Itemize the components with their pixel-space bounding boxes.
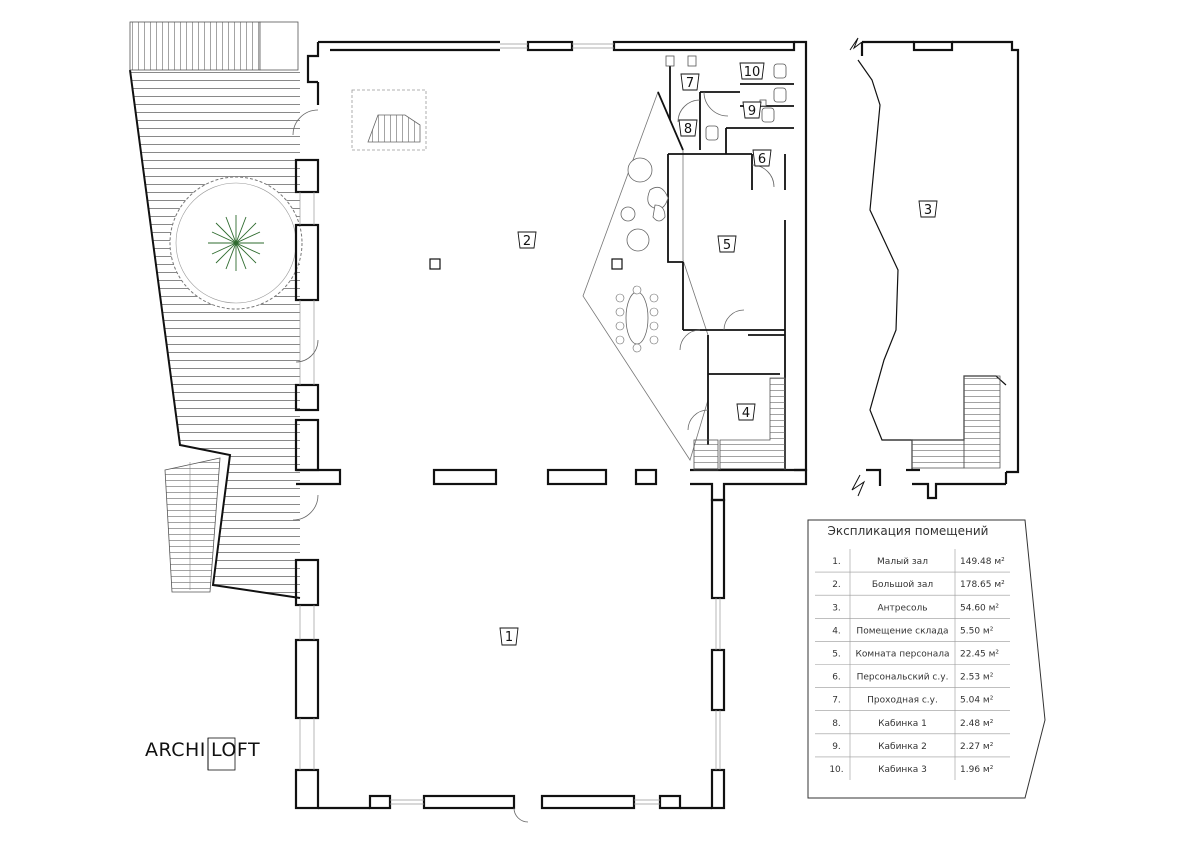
legend-row-name: Помещение склада — [856, 626, 948, 636]
svg-text:3: 3 — [924, 203, 932, 218]
internal-stair — [351, 89, 427, 151]
room-label-7: 7 — [680, 73, 700, 91]
svg-text:6: 6 — [758, 152, 766, 167]
legend-row-number: 7. — [832, 696, 841, 706]
room-label-8: 8 — [678, 119, 698, 137]
legend-row-area: 149.48 м² — [960, 557, 1005, 567]
terrace — [129, 21, 303, 599]
legend-row-area: 22.45 м² — [960, 649, 999, 659]
legend-row: 1. Малый зал 149.48 м² — [815, 557, 1010, 573]
legend-row: 7. Проходная с.у. 5.04 м² — [815, 696, 1010, 712]
svg-text:5: 5 — [723, 238, 731, 253]
legend-row: 6. Персональский с.у. 2.53 м² — [815, 673, 1010, 688]
legend-title: Экспликация помещений — [828, 524, 989, 538]
tree-icon — [169, 176, 303, 310]
legend-row-number: 8. — [832, 719, 841, 729]
legend-row-name: Большой зал — [872, 580, 933, 590]
room-legend: Экспликация помещений 1. Малый зал 149.48 … — [807, 519, 1046, 799]
windows — [299, 43, 721, 805]
legend-row-name: Персональский с.у. — [857, 673, 949, 683]
room-label-10: 10 — [739, 62, 765, 80]
legend-row-name: Кабинка 2 — [878, 742, 927, 752]
svg-text:1: 1 — [505, 630, 513, 645]
room-label-4: 4 — [736, 403, 756, 421]
room-label-2: 2 — [517, 231, 537, 249]
svg-text:9: 9 — [748, 104, 756, 119]
legend-row: 9. Кабинка 2 2.27 м² — [815, 742, 1010, 758]
legend-row-number: 3. — [832, 603, 841, 613]
legend-row-name: Проходная с.у. — [867, 696, 938, 706]
room-label-5: 5 — [717, 235, 737, 253]
legend-row-area: 1.96 м² — [960, 765, 994, 775]
legend-row-area: 178.65 м² — [960, 580, 1005, 590]
svg-text:2: 2 — [523, 234, 531, 249]
legend-row-name: Комната персонала — [856, 649, 950, 659]
legend-row-number: 10. — [829, 765, 843, 775]
room-label-9: 9 — [742, 101, 762, 119]
legend-row-area: 2.48 м² — [960, 719, 994, 729]
legend-row-name: Малый зал — [877, 557, 928, 567]
service-block — [582, 55, 794, 471]
legend-row-number: 1. — [832, 557, 841, 567]
svg-text:4: 4 — [742, 406, 750, 421]
room-label-1: 1 — [499, 627, 519, 646]
doors — [292, 109, 529, 823]
svg-text:8: 8 — [684, 122, 692, 137]
legend-row: 8. Кабинка 1 2.48 м² — [815, 719, 1010, 735]
columns — [429, 258, 623, 270]
legend-row: 3. Антресоль 54.60 м² — [815, 603, 1010, 619]
legend-row-name: Кабинка 1 — [878, 719, 927, 729]
svg-text:10: 10 — [744, 65, 761, 80]
svg-text:ARCHI: ARCHI — [145, 739, 206, 761]
archiloft-logo: ARCHI LOFT — [145, 737, 260, 771]
mezzanine — [849, 37, 1020, 500]
legend-row-name: Кабинка 3 — [878, 765, 927, 775]
room-label-3: 3 — [918, 200, 938, 218]
legend-row-area: 2.27 м² — [960, 742, 994, 752]
legend-row-area: 5.50 м² — [960, 626, 994, 636]
svg-text:7: 7 — [686, 76, 694, 91]
legend-row-number: 4. — [832, 626, 841, 636]
legend-row-area: 5.04 м² — [960, 696, 994, 706]
room-label-6: 6 — [752, 149, 772, 167]
legend-row: 10. Кабинка 3 1.96 м² — [829, 765, 993, 775]
legend-rows: 1. Малый зал 149.48 м² 2. Большой зал 178.65 … — [815, 549, 1010, 780]
exterior-stair — [164, 457, 221, 593]
legend-row-name: Антресоль — [877, 603, 927, 613]
legend-row: 4. Помещение склада 5.50 м² — [815, 626, 1010, 642]
svg-text:LOFT: LOFT — [211, 739, 260, 761]
legend-row-number: 6. — [832, 673, 841, 683]
legend-row: 2. Большой зал 178.65 м² — [815, 580, 1010, 596]
legend-row-area: 2.53 м² — [960, 673, 994, 683]
legend-row: 5. Комната персонала 22.45 м² — [815, 649, 1010, 665]
room-labels: 1 2 3 4 5 6 7 8 9 10 — [499, 62, 938, 646]
legend-row-number: 9. — [832, 742, 841, 752]
legend-row-number: 5. — [832, 649, 841, 659]
main-walls — [294, 40, 808, 810]
legend-row-area: 54.60 м² — [960, 603, 999, 613]
legend-row-number: 2. — [832, 580, 841, 590]
